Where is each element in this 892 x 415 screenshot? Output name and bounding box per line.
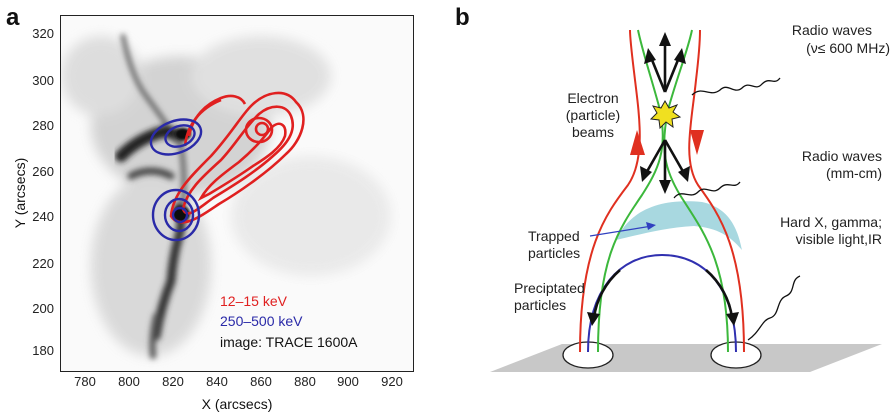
radio-waves-label-1: Radio waves	[791, 22, 872, 38]
precipitation-arrow-right	[726, 312, 739, 326]
trapped-pointer-arrow	[646, 222, 656, 230]
radio-waves-freq-label-1: (ν≤ 600 MHz)	[806, 40, 890, 56]
magnetic-loop-inner	[587, 253, 737, 353]
trace-image-plot	[60, 15, 414, 372]
y-tick-label: 200	[32, 301, 54, 316]
y-tick-label: 260	[32, 164, 54, 179]
field-line-red-right	[688, 29, 745, 353]
red-down-arrow	[690, 130, 704, 155]
y-tick-label: 240	[32, 209, 54, 224]
electron-beams-label-line-1: Electron	[567, 90, 619, 106]
radio-waves-label-2: Radio waves	[801, 148, 882, 164]
hard-x-wave-line	[747, 275, 801, 341]
radio-wave-line-2	[673, 181, 741, 199]
y-tick-label: 220	[32, 256, 54, 271]
trapped-label-line-1: Trapped	[528, 228, 580, 244]
panel-b-letter: b	[455, 4, 470, 31]
legend-item-250-500-kev: 250–500 keV	[220, 313, 303, 329]
y-tick-label: 320	[32, 26, 54, 41]
precipitated-label-line-1: Preciptated	[514, 280, 585, 296]
precipitation-arrow-left	[587, 312, 600, 326]
y-tick-label: 180	[32, 343, 54, 358]
y-tick-label: 280	[32, 118, 54, 133]
electron-beams-label-line-2: (particle)	[565, 107, 621, 123]
trace-image	[61, 34, 391, 359]
solar-surface	[490, 344, 882, 372]
electron-beams-label-line-3: beams	[571, 124, 615, 140]
flare-loop-diagram	[490, 29, 882, 372]
trapped-particle-region	[616, 201, 742, 250]
radio-wave-line-1	[691, 77, 781, 96]
x-tick-label: 800	[118, 374, 140, 389]
particle-beam-arrows	[643, 40, 687, 185]
y-tick-label: 300	[32, 73, 54, 88]
field-line-green-right	[663, 29, 729, 353]
reconnection-burst-icon	[649, 99, 682, 130]
legend-item-image-source: image: TRACE 1600A	[220, 334, 358, 350]
y-axis-label: Y (arcsecs)	[12, 157, 28, 229]
radio-waves-freq-label-2: (mm-cm)	[826, 165, 882, 181]
x-axis-label: X (arcsecs)	[201, 396, 273, 412]
field-line-green-left	[597, 29, 664, 353]
trapped-label-line-2: particles	[528, 245, 581, 261]
hard-x-label-line-1: Hard X, gamma;	[780, 214, 882, 230]
red-up-arrow	[630, 130, 645, 155]
field-line-red-left	[579, 29, 641, 353]
x-tick-label: 840	[206, 374, 228, 389]
legend-item-12-15-kev: 12–15 keV	[220, 293, 287, 309]
hard-x-label-line-2: visible light,IR	[795, 231, 882, 247]
x-tick-label: 780	[74, 374, 96, 389]
panel-a-letter: a	[6, 4, 20, 31]
x-tick-label: 900	[337, 374, 359, 389]
x-tick-label: 860	[250, 374, 272, 389]
x-tick-label: 820	[162, 374, 184, 389]
precipitated-label-line-2: particles	[514, 297, 567, 313]
x-tick-label: 920	[381, 374, 403, 389]
x-tick-label: 880	[294, 374, 316, 389]
